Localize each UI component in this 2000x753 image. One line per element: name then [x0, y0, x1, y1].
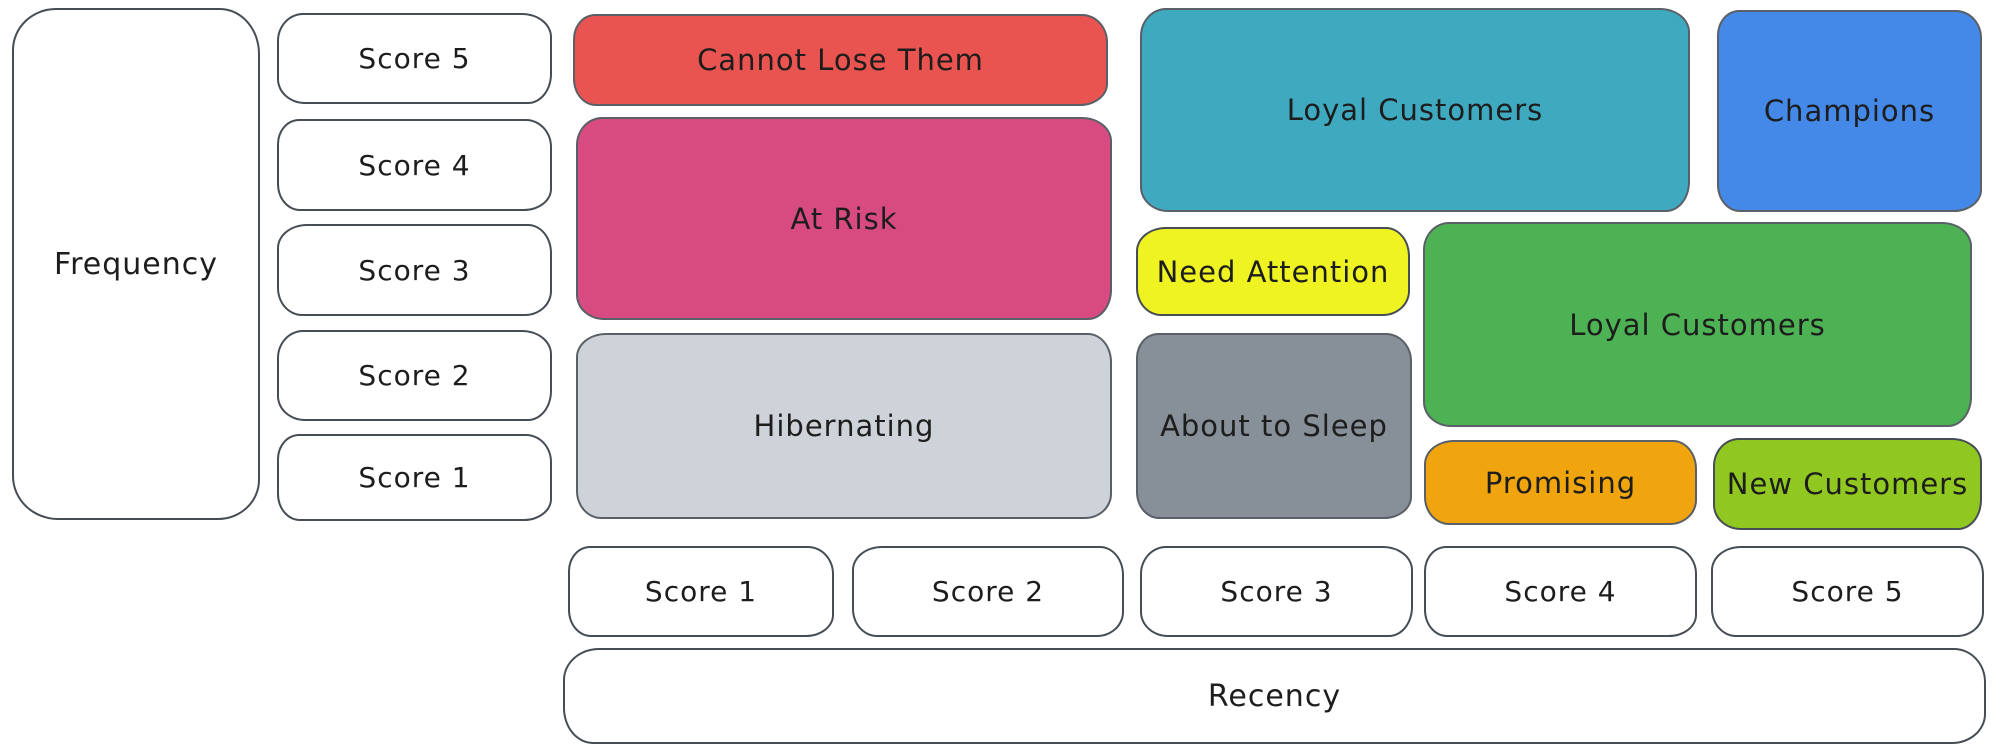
recency-axis: Recency	[563, 648, 1986, 744]
segment-at-risk-label: At Risk	[790, 201, 898, 236]
recency-score-3: Score 3	[1140, 546, 1413, 637]
frequency-score-1: Score 1	[277, 434, 552, 521]
segment-cannot-lose-them-label: Cannot Lose Them	[697, 43, 984, 77]
segment-loyal-customers-teal-label: Loyal Customers	[1286, 93, 1544, 127]
recency-score-2: Score 2	[852, 546, 1124, 637]
frequency-axis: Frequency	[12, 8, 260, 520]
segment-need-attention: Need Attention	[1136, 227, 1410, 316]
segment-promising-label: Promising	[1484, 465, 1637, 500]
frequency-score-4-label: Score 4	[358, 148, 471, 182]
segment-at-risk: At Risk	[576, 117, 1112, 320]
recency-score-1: Score 1	[568, 546, 834, 637]
frequency-score-5-label: Score 5	[358, 42, 471, 75]
segment-loyal-customers-green-label: Loyal Customers	[1569, 307, 1826, 342]
segment-need-attention-label: Need Attention	[1156, 254, 1390, 289]
recency-score-2-label: Score 2	[931, 575, 1045, 608]
recency-score-5: Score 5	[1711, 546, 1984, 637]
frequency-score-4: Score 4	[277, 119, 552, 211]
segment-loyal-customers-teal: Loyal Customers	[1140, 8, 1690, 212]
segment-about-to-sleep: About to Sleep	[1136, 333, 1412, 519]
recency-score-5-label: Score 5	[1791, 575, 1904, 608]
recency-score-4-label: Score 4	[1504, 575, 1617, 608]
segment-about-to-sleep-label: About to Sleep	[1160, 409, 1388, 443]
frequency-score-2-label: Score 2	[358, 359, 471, 392]
segment-promising: Promising	[1424, 440, 1697, 525]
recency-score-1-label: Score 1	[644, 575, 758, 608]
segment-hibernating: Hibernating	[576, 333, 1112, 519]
segment-cannot-lose-them: Cannot Lose Them	[573, 14, 1108, 106]
recency-axis-label: Recency	[1207, 678, 1342, 714]
frequency-score-3-label: Score 3	[358, 253, 471, 287]
recency-score-4: Score 4	[1424, 546, 1697, 637]
recency-score-3-label: Score 3	[1220, 575, 1333, 608]
frequency-score-5: Score 5	[277, 13, 552, 104]
segment-loyal-customers-green: Loyal Customers	[1423, 222, 1972, 427]
frequency-score-2: Score 2	[277, 330, 552, 421]
frequency-score-3: Score 3	[277, 224, 552, 316]
segment-hibernating-label: Hibernating	[753, 409, 935, 443]
segment-new-customers: New Customers	[1713, 438, 1982, 530]
frequency-score-1-label: Score 1	[358, 461, 471, 494]
segment-champions-label: Champions	[1763, 94, 1936, 128]
segment-champions: Champions	[1717, 10, 1982, 212]
segment-new-customers-label: New Customers	[1726, 467, 1969, 501]
frequency-axis-label: Frequency	[54, 246, 218, 282]
